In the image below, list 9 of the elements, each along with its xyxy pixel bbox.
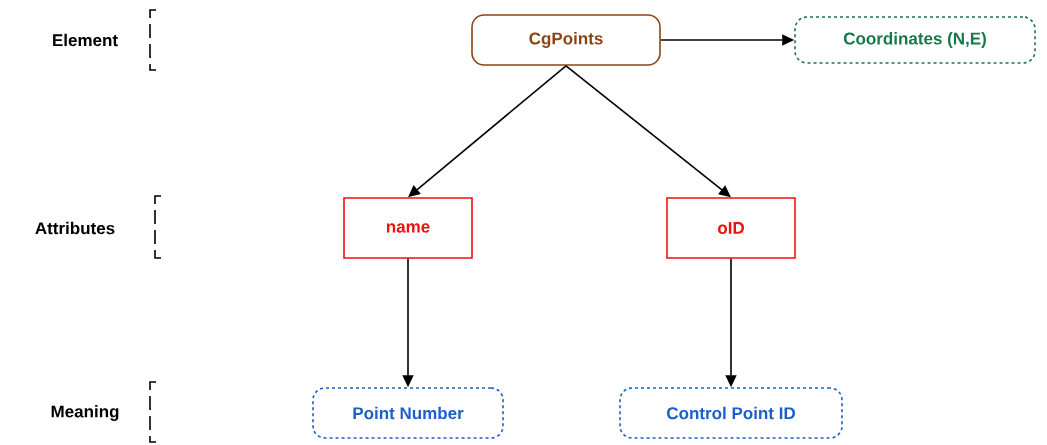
row-label: Meaning: [51, 405, 119, 421]
row-label: Element: [53, 33, 118, 47]
meaning-box: Point Number: [312, 387, 504, 439]
child-element-box: Coordinates (N,E): [794, 16, 1036, 64]
row-label: Attributes: [35, 221, 115, 235]
meaning-box: Control Point ID: [619, 387, 843, 439]
element-box: CgPoints: [471, 14, 661, 66]
attribute-box: name: [343, 197, 473, 259]
attribute-box: oID: [666, 197, 796, 259]
